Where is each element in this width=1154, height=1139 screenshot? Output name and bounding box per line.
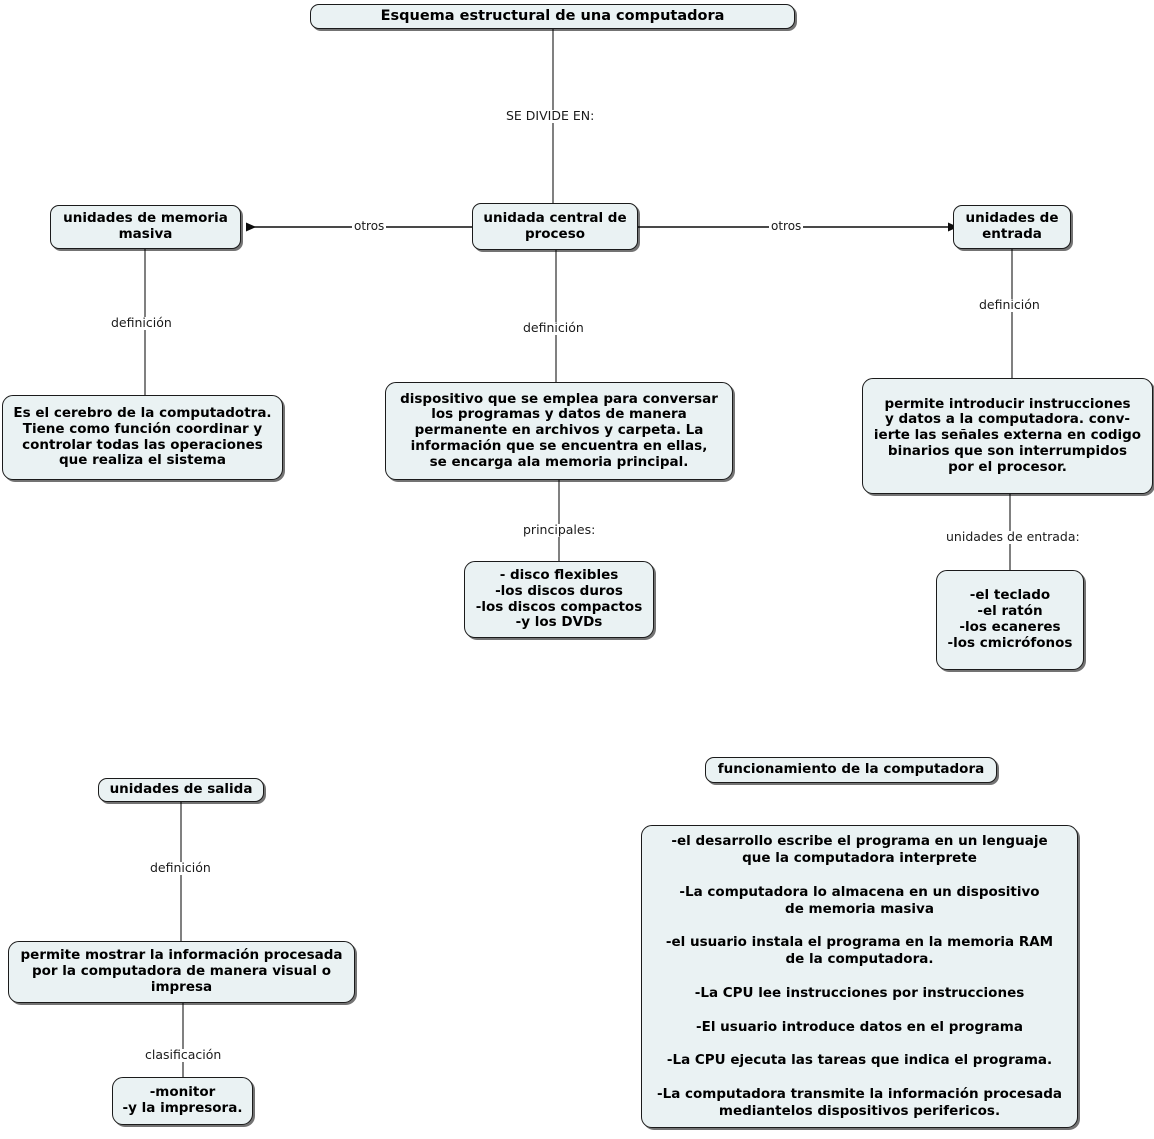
node-unidades-salida[interactable]: unidades de salida xyxy=(98,778,264,802)
node-definicion-cpu[interactable]: dispositivo que se emplea para conversar… xyxy=(385,382,733,480)
edge-label-definicion-entrada: definición xyxy=(977,297,1042,312)
node-funcionamiento[interactable]: funcionamiento de la computadora xyxy=(705,757,997,783)
edge-label-definicion-memoria: definición xyxy=(109,315,174,330)
node-salida-lista[interactable]: -monitor -y la impresora. xyxy=(112,1077,253,1125)
node-funcionamiento-pasos[interactable]: -el desarrollo escribe el programa en un… xyxy=(641,825,1078,1128)
node-root[interactable]: Esquema estructural de una computadora xyxy=(310,4,795,29)
node-unidades-entrada[interactable]: unidades de entrada xyxy=(953,205,1071,249)
edge-label-unidades-de-entrada: unidades de entrada: xyxy=(944,529,1082,544)
edge-label-clasificacion: clasificación xyxy=(143,1047,224,1062)
edge-label-definicion-salida: definición xyxy=(148,860,213,875)
edge-label-se-divide-en: SE DIVIDE EN: xyxy=(504,108,597,123)
node-definicion-salida[interactable]: permite mostrar la información procesada… xyxy=(8,941,355,1003)
edge-label-principales: principales: xyxy=(521,522,598,537)
edge-label-definicion-cpu: definición xyxy=(521,320,586,335)
node-unidades-entrada-lista[interactable]: -el teclado -el ratón -los ecaneres -los… xyxy=(936,570,1084,670)
node-principales-lista[interactable]: - disco flexibles -los discos duros -los… xyxy=(464,561,654,638)
node-definicion-memoria-masiva[interactable]: Es el cerebro de la computadotra. Tiene … xyxy=(2,395,283,480)
edge-label-otros-izquierda: otros xyxy=(352,219,387,233)
node-definicion-entrada[interactable]: permite introducir instrucciones y datos… xyxy=(862,378,1153,494)
node-cpu[interactable]: unidada central de proceso xyxy=(472,203,638,250)
node-unidades-memoria-masiva[interactable]: unidades de memoria masiva xyxy=(50,205,241,249)
edge-label-otros-derecha: otros xyxy=(769,219,804,233)
